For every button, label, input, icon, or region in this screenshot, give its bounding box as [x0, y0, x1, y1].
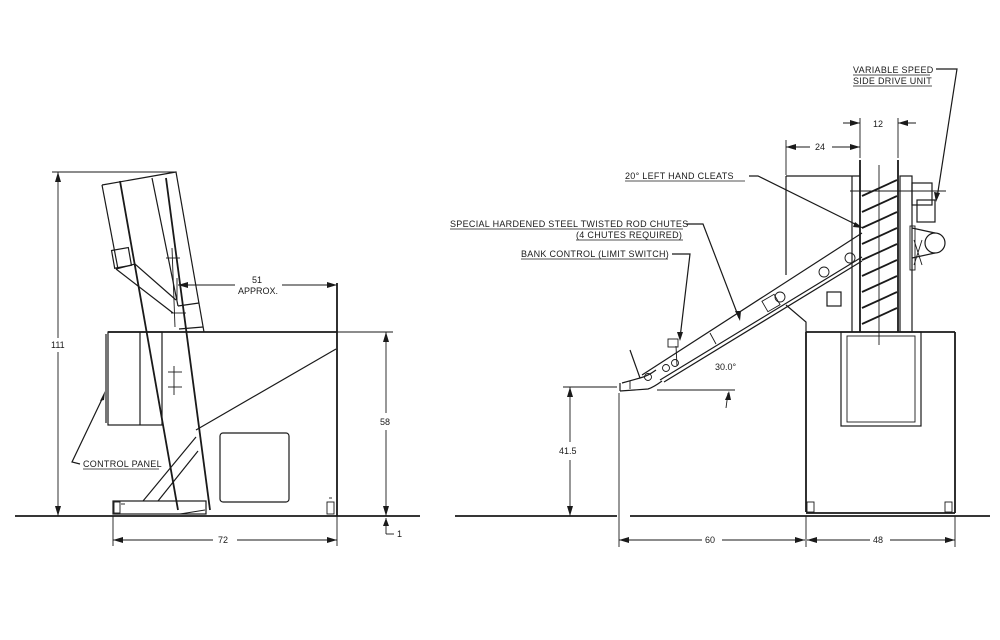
- dimension-1-value: 1: [397, 529, 402, 539]
- callout-cleats-label: 20° LEFT HAND CLEATS: [625, 171, 734, 181]
- control-panel-box: [105, 331, 163, 426]
- dimension-58-value: 58: [380, 417, 390, 427]
- hopper-body: [108, 283, 338, 516]
- dimension-48: 48: [807, 516, 956, 547]
- dimension-48-value: 48: [873, 535, 883, 545]
- dimension-58: 58: [337, 331, 393, 516]
- callout-control-panel-label: CONTROL PANEL: [83, 459, 162, 469]
- dimension-111: 111: [51, 171, 176, 516]
- callout-drive-unit-line1: VARIABLE SPEED: [853, 65, 934, 75]
- dimension-111-value: 111: [51, 340, 65, 350]
- elevator-housing: [785, 160, 913, 333]
- left-elevation-view: CONTROL PANEL 111 51 APPROX.: [51, 171, 402, 546]
- callout-drive-unit: VARIABLE SPEED SIDE DRIVE UNIT: [853, 65, 958, 202]
- dimension-60-value: 60: [705, 535, 715, 545]
- callout-bank-control: BANK CONTROL (LIMIT SWITCH): [521, 249, 691, 341]
- callout-chutes-line1: SPECIAL HARDENED STEEL TWISTED ROD CHUTE…: [450, 219, 689, 229]
- dimension-41-5: 41.5: [559, 386, 617, 516]
- dimension-angle-value: 30.0°: [715, 362, 737, 372]
- dimension-60: 60: [618, 393, 807, 547]
- inspection-port: [826, 291, 842, 307]
- elevator-column: [101, 171, 211, 511]
- dimension-1: 1: [383, 518, 402, 539]
- side-drive-unit: [909, 182, 946, 271]
- dimension-72-value: 72: [218, 535, 228, 545]
- dimension-angle-30: 30.0°: [657, 362, 737, 409]
- callout-drive-unit-line2: SIDE DRIVE UNIT: [853, 76, 932, 86]
- dimension-51-note: APPROX.: [238, 286, 278, 296]
- inclined-chute: [619, 232, 863, 392]
- twisted-rod-cleats: [850, 165, 946, 345]
- dimension-51: 51 APPROX.: [176, 275, 337, 300]
- dimension-12-value: 12: [873, 119, 883, 129]
- callout-chutes: SPECIAL HARDENED STEEL TWISTED ROD CHUTE…: [450, 219, 741, 321]
- callout-control-panel: CONTROL PANEL: [71, 391, 162, 470]
- dimension-24-value: 24: [815, 142, 825, 152]
- callout-chutes-line2: (4 CHUTES REQUIRED): [576, 230, 682, 240]
- dimension-12: 12: [843, 118, 916, 158]
- dimension-51-value: 51: [252, 275, 262, 285]
- base-frame: [112, 436, 335, 515]
- callout-cleats: 20° LEFT HAND CLEATS: [625, 171, 863, 228]
- right-elevation-view: VARIABLE SPEED SIDE DRIVE UNIT 20° LEFT …: [450, 65, 958, 547]
- dimension-41-5-value: 41.5: [559, 446, 577, 456]
- base-cabinet: [805, 331, 956, 514]
- dimension-24: 24: [785, 118, 861, 175]
- access-door: [219, 432, 290, 503]
- dimension-72: 72: [112, 516, 338, 546]
- callout-bank-control-label: BANK CONTROL (LIMIT SWITCH): [521, 249, 669, 259]
